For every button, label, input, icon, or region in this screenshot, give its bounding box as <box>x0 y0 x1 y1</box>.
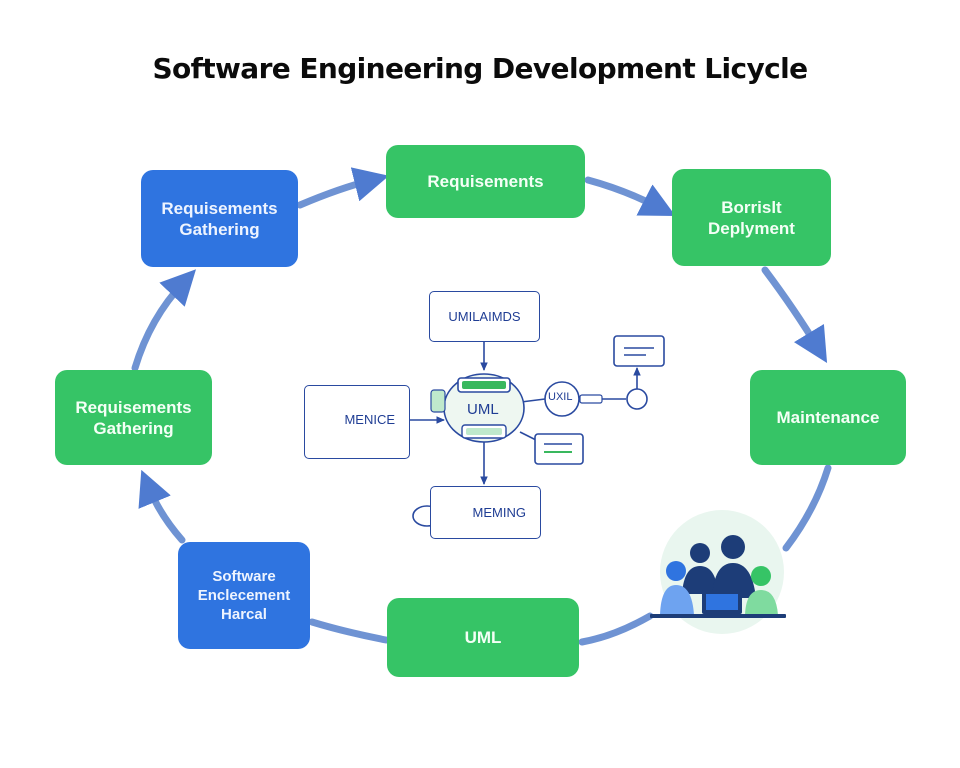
arrow-topright-to-right <box>761 266 828 363</box>
uml-uxil-label: UXIL <box>548 391 573 403</box>
uml-box-label: MEMING <box>472 505 526 520</box>
uml-box-left: MENICE <box>304 385 410 459</box>
node-maintenance: Maintenance <box>750 370 906 465</box>
arc-right-to-team <box>782 464 832 552</box>
node-label: UML <box>464 628 502 647</box>
left-box-green-tab <box>430 389 446 413</box>
node-circle <box>626 388 648 410</box>
diagram-title: Software Engineering Development Licycle <box>152 52 808 85</box>
node-label: Software Enclecement Harcal <box>197 568 291 623</box>
uml-center-label: UML <box>467 401 499 418</box>
node-label: Borrislt Deplyment <box>708 197 795 238</box>
node-label: Requisements <box>427 172 544 191</box>
node-deployment: Borrislt Deplyment <box>672 169 831 266</box>
uml-box-label: MENICE <box>344 412 395 427</box>
arrow-bottomleft-to-left <box>138 469 186 544</box>
person-back-center <box>712 535 756 598</box>
arrow-left-to-topleft <box>131 269 197 372</box>
arc-team-to-bottom <box>578 612 654 646</box>
node-requirements-gathering-top: Requisements Gathering <box>141 170 298 267</box>
node-label: Requisements Gathering <box>75 397 192 438</box>
desk <box>650 614 786 618</box>
node-requirements-gathering-left: Requisements Gathering <box>55 370 212 465</box>
note-box-top-right <box>613 335 665 367</box>
uml-box-top: UMILAIMDS <box>429 291 540 342</box>
connector-center-to-note <box>519 431 537 441</box>
node-label: Maintenance <box>776 408 880 427</box>
note-box-bottom-right <box>534 433 584 465</box>
node-uml: UML <box>387 598 579 677</box>
connector-center-to-right <box>520 398 546 403</box>
arrow-top-to-topright <box>584 176 676 217</box>
center-uml-shape <box>443 373 525 443</box>
arrow-topleft-to-top <box>296 167 389 209</box>
person-right <box>745 566 778 615</box>
node-requirements-top: Requisements <box>386 145 585 218</box>
uml-box-bottom: MEMING <box>430 486 541 539</box>
node-software-enhancement: Software Enclecement Harcal <box>178 542 310 649</box>
person-back-left <box>682 543 718 594</box>
node-label: Requisements Gathering <box>161 198 278 239</box>
uml-box-label: UMILAIMDS <box>448 309 521 324</box>
uxil-shape <box>544 381 603 417</box>
arc-bottom-to-bottomleft <box>308 618 390 644</box>
person-left <box>660 561 694 615</box>
